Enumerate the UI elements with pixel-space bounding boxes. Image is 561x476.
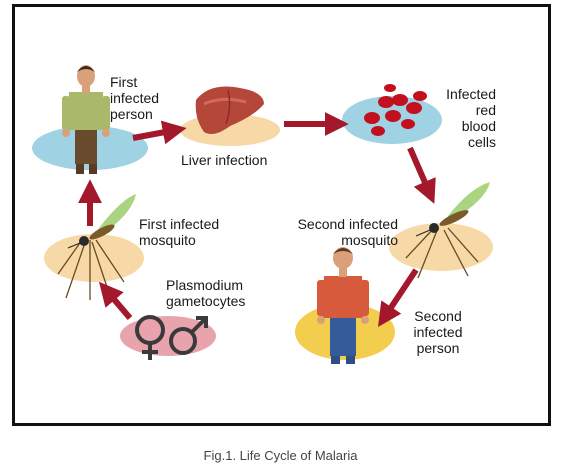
cycle-arrows <box>78 112 436 327</box>
gender-symbols-icon <box>135 315 208 360</box>
label-line: person <box>110 106 153 122</box>
plasmodium-gametocytes-label: Plasmodium gametocytes <box>166 277 245 309</box>
second-mosquito-image <box>405 182 490 279</box>
label-line: cells <box>467 134 496 150</box>
label-line: Plasmodium <box>166 277 244 293</box>
label-line: First infected <box>139 216 220 232</box>
label-line: Liver infection <box>181 152 268 168</box>
label-line: infected <box>413 324 463 340</box>
label-line: Second <box>414 308 462 324</box>
first-mosquito-platform <box>44 234 144 282</box>
first-person-figure <box>62 65 110 174</box>
label-line: person <box>416 340 460 356</box>
first-mosquito-image <box>57 194 136 300</box>
second-person-figure <box>317 247 369 364</box>
label-line: gametocytes <box>166 293 246 309</box>
label-line: red <box>475 102 496 118</box>
figure-caption: Fig.1. Life Cycle of Malaria <box>203 448 358 463</box>
label-line: infected <box>110 90 160 106</box>
label-line: mosquito <box>139 232 196 248</box>
second-infected-person-label: Second infected person <box>400 308 476 356</box>
red-blood-cells-image <box>364 84 427 136</box>
first-infected-mosquito-label: First infected mosquito <box>139 216 219 248</box>
arrow-mosquito-to-person <box>378 268 419 327</box>
label-line: Second infected <box>297 216 398 232</box>
label-line: blood <box>461 118 496 134</box>
arrow-rbc-to-mosquito <box>407 146 436 204</box>
arrow-person-to-liver <box>132 120 187 145</box>
arrow-gametocytes-to-mosquito <box>98 281 133 320</box>
label-line: Infected <box>446 86 496 102</box>
label-line: First <box>110 74 138 90</box>
second-infected-mosquito-label: Second infected mosquito <box>264 216 398 248</box>
liver-image <box>195 86 264 134</box>
label-line: mosquito <box>341 232 398 248</box>
infected-rbc-label: Infected red blood cells <box>420 86 496 150</box>
liver-infection-label: Liver infection <box>181 152 267 168</box>
second-mosquito-platform <box>389 223 493 271</box>
first-infected-person-label: First infected person <box>110 74 159 122</box>
